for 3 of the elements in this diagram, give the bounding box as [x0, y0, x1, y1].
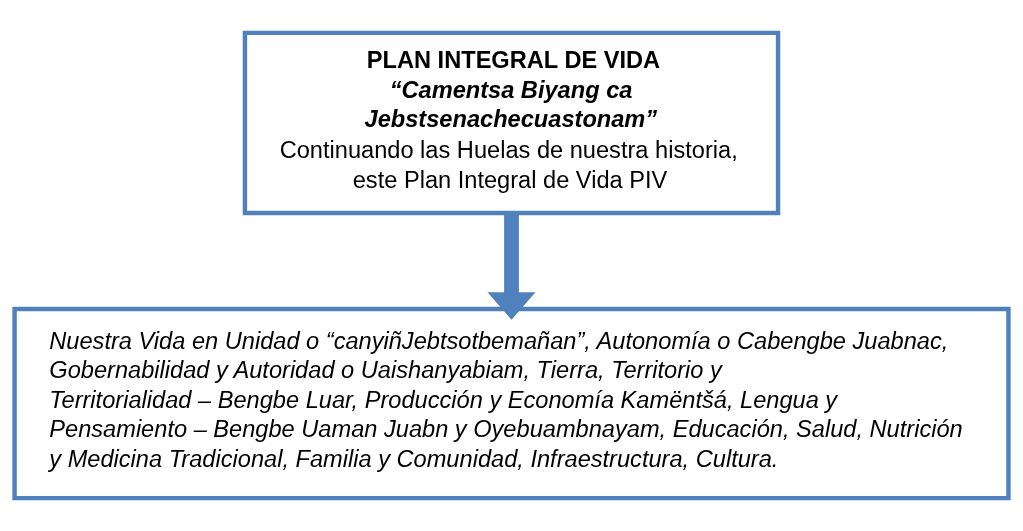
node-box: Nuestra Vida en Unidad o “canyiñJebtsotbemañan”, Autonomía o Cabengbe Juabnac, Gobernabilidad y Autoridad o Uaishanyabiam, Tierra, Territorio y Territorialidad – Bengbe Luar, Producción y Economía Kamëntšá, Lengua y Pensamiento – Bengbe Uaman Juabn y Oyebuambnayam, Educación, Salud, Nutrición y Medicina Tradicional, Familia y Comunidad, Infraestructura, Cultura.: [12, 306, 1011, 501]
node-box: PLAN INTEGRAL DE VIDA “Camentsa Biyang ca Jebstsenachecuastonam” Continuando las Huelas de nuestra historia, este Plan Integral de Vida PIV: [242, 30, 781, 216]
arrow: [487, 213, 536, 320]
